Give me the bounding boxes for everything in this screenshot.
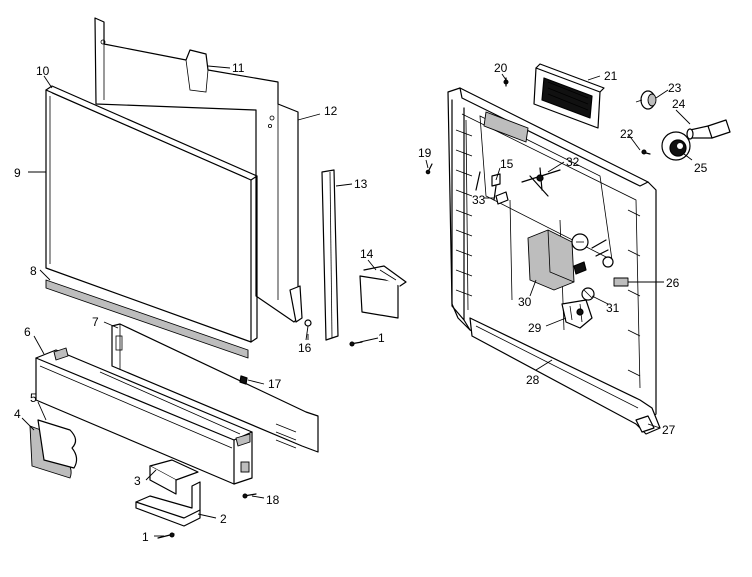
callout-1-upper: 1 — [378, 331, 385, 345]
clip-part-17 — [239, 375, 248, 385]
insulation-part-4-5 — [29, 419, 78, 479]
callout-15: 15 — [500, 157, 514, 171]
knob-part-24 — [686, 119, 731, 140]
callout-30: 30 — [518, 295, 532, 309]
callout-3: 3 — [134, 474, 141, 488]
outer-door-panel-part-9 — [45, 85, 258, 343]
screw-part-19 — [425, 163, 433, 175]
callout-33: 33 — [472, 193, 486, 207]
vent-part-21 — [533, 63, 605, 129]
callout-24: 24 — [672, 97, 686, 111]
dial-part-25 — [661, 131, 691, 161]
callout-19: 19 — [418, 146, 432, 160]
callout-28: 28 — [526, 373, 540, 387]
callout-26: 26 — [666, 276, 680, 290]
callout-18: 18 — [266, 493, 280, 507]
screw-part-16 — [304, 319, 312, 341]
callout-16: 16 — [298, 341, 312, 355]
callout-17: 17 — [268, 377, 282, 391]
part-29 — [561, 299, 593, 329]
callout-1-lower: 1 — [142, 530, 149, 544]
control-panel-part-6 — [35, 347, 253, 485]
callout-21: 21 — [604, 69, 618, 83]
callout-12: 12 — [324, 104, 338, 118]
callout-labels: 1 1 2 3 4 5 6 7 8 9 10 11 12 13 14 15 16… — [14, 61, 708, 544]
screw-part-22 — [641, 149, 651, 155]
callout-9: 9 — [14, 166, 21, 180]
callout-2: 2 — [220, 512, 227, 526]
screw-part-1-upper — [349, 341, 363, 347]
callout-10: 10 — [36, 64, 50, 78]
callout-32: 32 — [566, 155, 580, 169]
mounting-bracket-part-2 — [135, 459, 201, 527]
callout-29: 29 — [528, 321, 542, 335]
screw-part-18 — [242, 493, 257, 499]
callout-6: 6 — [24, 325, 31, 339]
detergent-dispenser-part-30 — [527, 229, 614, 291]
callout-20: 20 — [494, 61, 508, 75]
leader-lines — [21, 65, 693, 537]
screw-part-1-lower — [157, 532, 175, 539]
callout-5: 5 — [30, 391, 37, 405]
outer-wrapper-part-12 — [94, 17, 303, 323]
panel-trim-part-8 — [45, 279, 249, 359]
rinse-aid-cap-part-23 — [635, 90, 657, 110]
callout-8: 8 — [30, 264, 37, 278]
callout-31: 31 — [606, 301, 620, 315]
part-31 — [581, 277, 629, 301]
bracket-part-14 — [359, 265, 407, 319]
access-panel-part-7 — [111, 323, 319, 453]
callout-13: 13 — [354, 177, 368, 191]
callout-11: 11 — [232, 61, 245, 75]
callout-27: 27 — [662, 423, 676, 437]
callout-23: 23 — [668, 81, 682, 95]
callout-4: 4 — [14, 407, 21, 421]
callout-7: 7 — [92, 315, 99, 329]
side-trim-part-13 — [321, 169, 339, 341]
callout-25: 25 — [694, 161, 708, 175]
callout-22: 22 — [620, 127, 634, 141]
callout-14: 14 — [360, 247, 374, 261]
